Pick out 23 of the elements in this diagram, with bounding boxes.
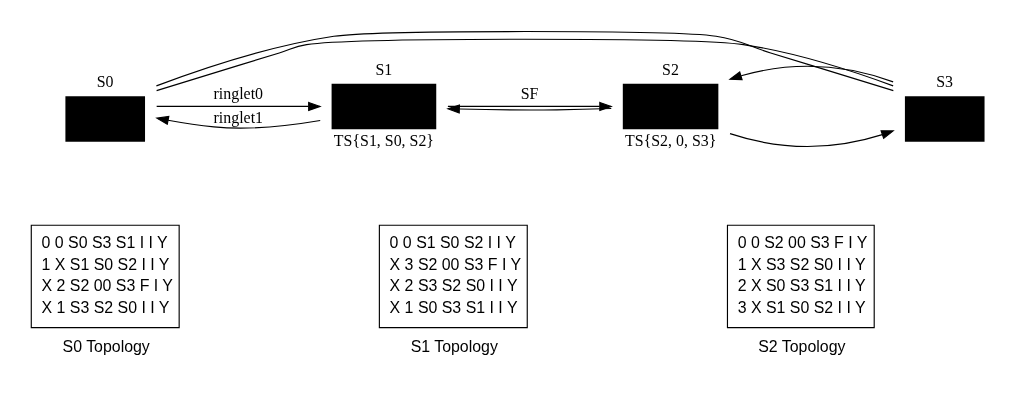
node-label: S2	[662, 60, 679, 78]
node-label: S0 Topology	[62, 337, 150, 355]
node-label: TS{S1, S0, S2}	[333, 131, 435, 149]
node-label: S3	[936, 72, 954, 90]
node-box	[331, 83, 437, 129]
node-label: S0	[96, 72, 114, 90]
node-box	[904, 95, 985, 142]
edge-label: SF	[520, 84, 539, 102]
arrow	[155, 115, 321, 129]
node-box	[65, 95, 146, 142]
node-label: TS{S2, 0, S3}	[625, 131, 717, 149]
arrow	[156, 101, 322, 111]
node-box: 0 0 S2 00 S3 F I Y 1 X S3 S2 S0 I I Y 2 X S0 S3 S1 I I Y 3 X S1 S0 S2 I I Y	[726, 224, 875, 328]
node-box	[622, 83, 719, 129]
node-box: 0 0 S0 S3 S1 I I Y 1 X S1 S0 S2 I I Y X 2 S2 00 S3 F I Y X 1 S3 S2 S0 I I Y	[30, 224, 180, 328]
arrow	[729, 129, 895, 147]
node-box: 0 0 S1 S0 S2 I I Y X 3 S2 00 S3 F I Y X 2 S3 S2 S0 I I Y X 1 S0 S3 S1 I I Y	[378, 224, 528, 328]
edge-label: ringlet0	[213, 84, 264, 102]
arrow	[728, 65, 894, 82]
node-label: S1 Topology	[410, 337, 498, 355]
node-label: S1	[375, 60, 393, 78]
node-label: S2 Topology	[758, 337, 846, 355]
edge-label: ringlet1	[213, 108, 264, 126]
